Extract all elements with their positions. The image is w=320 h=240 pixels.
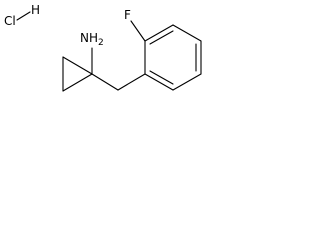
c-f-bond — [130, 20, 146, 42]
chemical-structure-drawing: Cl H NH2 F — [4, 3, 202, 92]
cyclopropane-bond-1 — [62, 56, 93, 75]
ring-double-bond-1 — [149, 30, 174, 45]
hcl-bond — [16, 11, 31, 21]
ring-bond-2 — [144, 24, 174, 42]
amine-label: NH2 — [80, 31, 104, 48]
c-ch2-bond — [91, 73, 119, 91]
ch2-aryl-bond — [117, 73, 146, 91]
amine-subscript: 2 — [98, 38, 104, 48]
hcl-hydrogen-label: H — [31, 3, 40, 17]
ring-bond-6 — [144, 73, 174, 91]
ring-bond-5 — [172, 73, 202, 91]
fluorine-label: F — [124, 8, 131, 22]
ring-bond-3 — [172, 24, 202, 42]
amine-n-text: NH — [80, 31, 98, 45]
cyclopropane-bond-3 — [62, 73, 93, 92]
ring-double-bond-3 — [149, 70, 174, 85]
structure-canvas: Cl H NH2 F — [0, 0, 207, 111]
hcl-chlorine-label: Cl — [4, 14, 16, 28]
